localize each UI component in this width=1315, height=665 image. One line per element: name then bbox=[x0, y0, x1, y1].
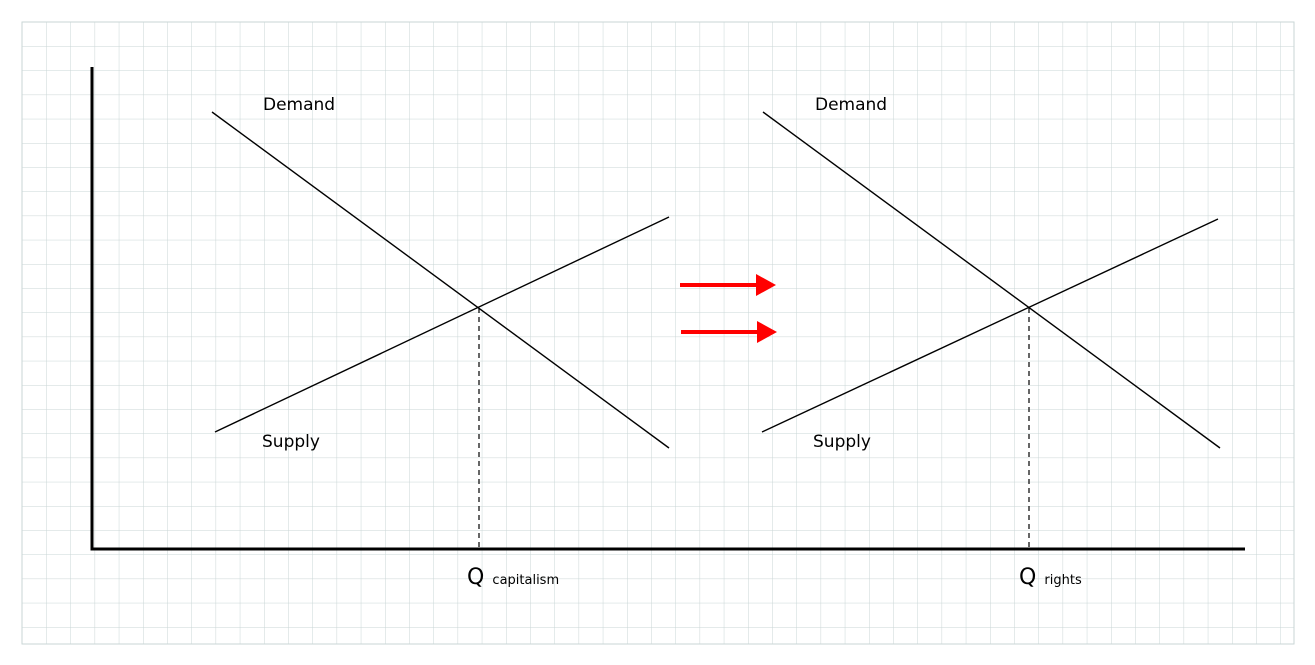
right-quantity-symbol: Q bbox=[1019, 565, 1036, 590]
right-arrow-icon bbox=[680, 274, 776, 296]
right-arrow-icon bbox=[681, 321, 777, 343]
right-demand-curve bbox=[762, 111, 1221, 449]
grid-border bbox=[21, 21, 1295, 645]
right-quantity-label: Q rights bbox=[1019, 565, 1082, 590]
right-quantity-subscript: rights bbox=[1044, 573, 1082, 588]
left-quantity-subscript: capitalism bbox=[492, 573, 559, 588]
left-demand-curve bbox=[211, 111, 670, 449]
left-demand-label: Demand bbox=[263, 95, 335, 115]
right-supply-label: Supply bbox=[813, 432, 871, 452]
right-supply-curve bbox=[761, 218, 1219, 433]
left-supply-curve bbox=[214, 216, 670, 433]
left-supply-label: Supply bbox=[262, 432, 320, 452]
grid-background bbox=[22, 22, 1294, 644]
right-demand-label: Demand bbox=[815, 95, 887, 115]
left-quantity-symbol: Q bbox=[467, 565, 484, 590]
left-quantity-label: Q capitalism bbox=[467, 565, 559, 590]
